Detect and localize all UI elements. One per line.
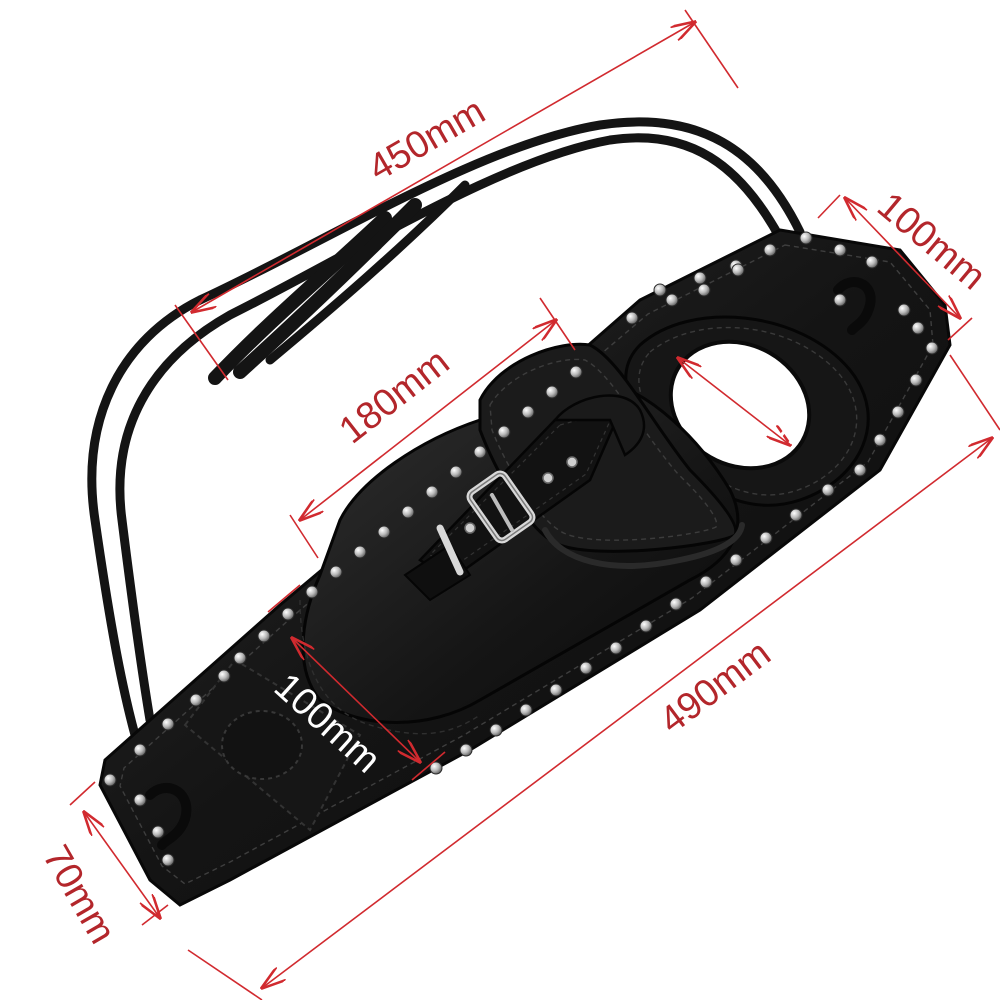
- rivet-icon: [925, 341, 939, 355]
- rivet-icon: [133, 743, 147, 757]
- dimension-rear-width: 70mm: [34, 839, 123, 951]
- rivet-icon: [909, 373, 923, 387]
- rivet-icon: [693, 271, 707, 285]
- rivet-icon: [897, 303, 911, 317]
- rivet-icon: [729, 553, 743, 567]
- rivet-icon: [217, 669, 231, 683]
- dimension-top-strap-length: 450mm: [362, 90, 493, 190]
- rivet-icon: [665, 293, 679, 307]
- rivet-icon: [799, 231, 813, 245]
- rivet-icon: [401, 505, 415, 519]
- rivet-icon: [161, 853, 175, 867]
- rivet-icon: [789, 508, 803, 522]
- rivet-icon: [697, 283, 711, 297]
- rivet-icon: [473, 445, 487, 459]
- rivet-icon: [763, 243, 777, 257]
- rivet-icon: [519, 703, 533, 717]
- rivet-icon: [865, 255, 879, 269]
- rivet-icon: [189, 693, 203, 707]
- strap-tail-1: [208, 211, 392, 385]
- rivet-icon: [549, 683, 563, 697]
- rivet-icon: [103, 773, 117, 787]
- rivet-icon: [281, 607, 295, 621]
- rivet-icon: [821, 483, 835, 497]
- dimension-lines: [69, 9, 1000, 1000]
- rivet-icon: [489, 723, 503, 737]
- rivet-icon: [545, 385, 559, 399]
- rivet-icon: [569, 365, 583, 379]
- rivet-icon: [891, 405, 905, 419]
- rivet-icon: [233, 651, 247, 665]
- strap-tail-2: [233, 198, 422, 379]
- rivet-icon: [449, 465, 463, 479]
- rivet-icon: [329, 565, 343, 579]
- rivet-icon: [833, 243, 847, 257]
- rivet-icon: [377, 525, 391, 539]
- rivet-icon: [579, 661, 593, 675]
- rivet-icon: [669, 597, 683, 611]
- rivet-icon: [497, 425, 511, 439]
- rivet-icon: [305, 585, 319, 599]
- rivet-icon: [133, 793, 147, 807]
- rivet-icon: [353, 545, 367, 559]
- rivet-icon: [161, 717, 175, 731]
- rivet-icon: [833, 293, 847, 307]
- rivet-icon: [873, 433, 887, 447]
- rivet-icon: [731, 263, 745, 277]
- rivet-icon: [639, 619, 653, 633]
- rivet-icon: [151, 825, 165, 839]
- dimension-total-length: 490mm: [652, 632, 778, 742]
- rivet-icon: [699, 575, 713, 589]
- rivet-icon: [425, 485, 439, 499]
- rivet-icon: [653, 283, 667, 297]
- rivet-icon: [759, 531, 773, 545]
- rivet-icon: [853, 463, 867, 477]
- rivet-icon: [521, 405, 535, 419]
- rivet-icon: [911, 321, 925, 335]
- rivet-icon: [625, 311, 639, 325]
- rivet-icon: [459, 743, 473, 757]
- rivet-icon: [257, 629, 271, 643]
- rivet-icon: [609, 641, 623, 655]
